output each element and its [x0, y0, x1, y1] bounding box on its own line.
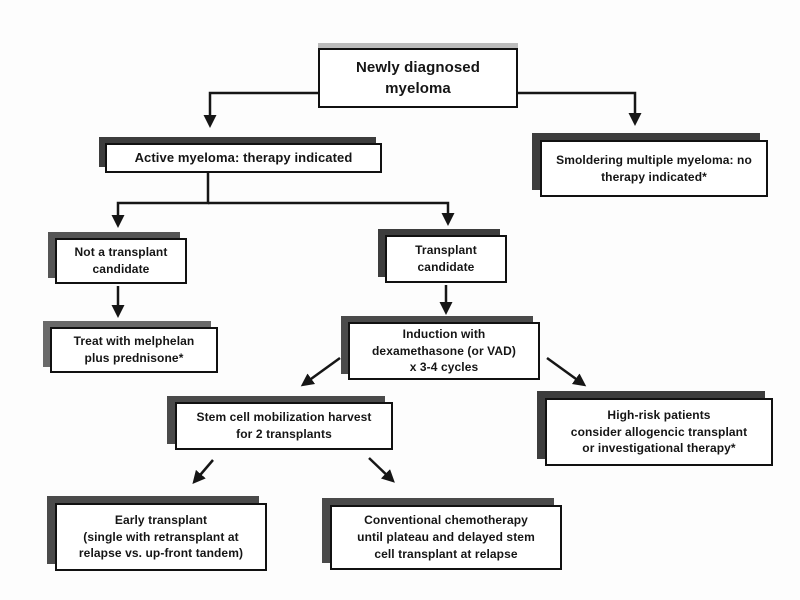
node-label-line: Smoldering multiple myeloma: no [556, 152, 752, 167]
node-label-line: for 2 transplants [236, 427, 332, 441]
node-label-line: myeloma [385, 80, 451, 97]
node-label-line: Early transplant [114, 512, 208, 527]
node-label-line: candidate [92, 262, 150, 276]
node-stem-cell-mobilization: Stem cell mobilization harvest for 2 tra… [175, 402, 393, 450]
node-label-line: Conventional chemotherapy [364, 513, 528, 528]
node-label-line: until plateau and delayed stem [357, 530, 535, 545]
node-label-line: therapy indicated* [601, 169, 707, 184]
edge-stemcell-to-early [192, 459, 214, 485]
node-label-line: Active myeloma: therapy indicated [134, 149, 353, 165]
edge-induction-to-highrisk [546, 356, 587, 387]
node-label-line: or investigational therapy* [582, 441, 736, 456]
node-label-line: (single with retransplant at [83, 529, 239, 544]
edge-stemcell-to-conventional [368, 457, 395, 483]
node-label-line: Induction with [402, 326, 486, 341]
node-transplant-candidate: Transplant candidate [385, 235, 507, 283]
node-label-line: Not a transplant [74, 245, 168, 260]
node-label-line: plus prednisone* [84, 351, 184, 365]
node-newly-diagnosed-myeloma: Newly diagnosed myeloma [318, 48, 518, 108]
node-label-line: candidate [417, 260, 475, 274]
node-induction-dexamethasone: Induction with dexamethasone (or VAD) x … [348, 322, 540, 380]
node-early-transplant: Early transplant (single with retranspla… [55, 503, 267, 571]
edge-active-to-transplant [208, 201, 455, 226]
node-label-line: x 3-4 cycles [409, 360, 479, 375]
node-high-risk-patients: High-risk patients consider allogencic t… [545, 398, 773, 466]
node-label-line: consider allogencic transplant [570, 424, 748, 439]
node-label-line: Transplant [415, 243, 477, 258]
node-not-a-transplant-candidate: Not a transplant candidate [55, 238, 187, 284]
edge-newly-to-active [203, 91, 318, 128]
edge-induction-to-stemcell [300, 356, 341, 387]
node-label-line: Treat with melphelan [73, 334, 195, 349]
node-label-line: High-risk patients [607, 407, 711, 422]
node-conventional-chemotherapy: Conventional chemotherapy until plateau … [330, 505, 562, 570]
node-label-line: relapse vs. up-front tandem) [78, 546, 244, 561]
node-label-line: Stem cell mobilization harvest [196, 410, 372, 425]
node-active-myeloma: Active myeloma: therapy indicated [105, 143, 382, 173]
node-label-line: Newly diagnosed [355, 59, 481, 76]
node-label-line: cell transplant at relapse [374, 546, 518, 561]
node-smoldering-multiple-myeloma: Smoldering multiple myeloma: no therapy … [540, 140, 768, 197]
node-treat-with-melphelan: Treat with melphelan plus prednisone* [50, 327, 218, 373]
edge-active-to-not-transplant [111, 173, 210, 228]
edge-newly-to-smoldering [518, 91, 642, 126]
node-label-line: dexamethasone (or VAD) [371, 343, 516, 358]
